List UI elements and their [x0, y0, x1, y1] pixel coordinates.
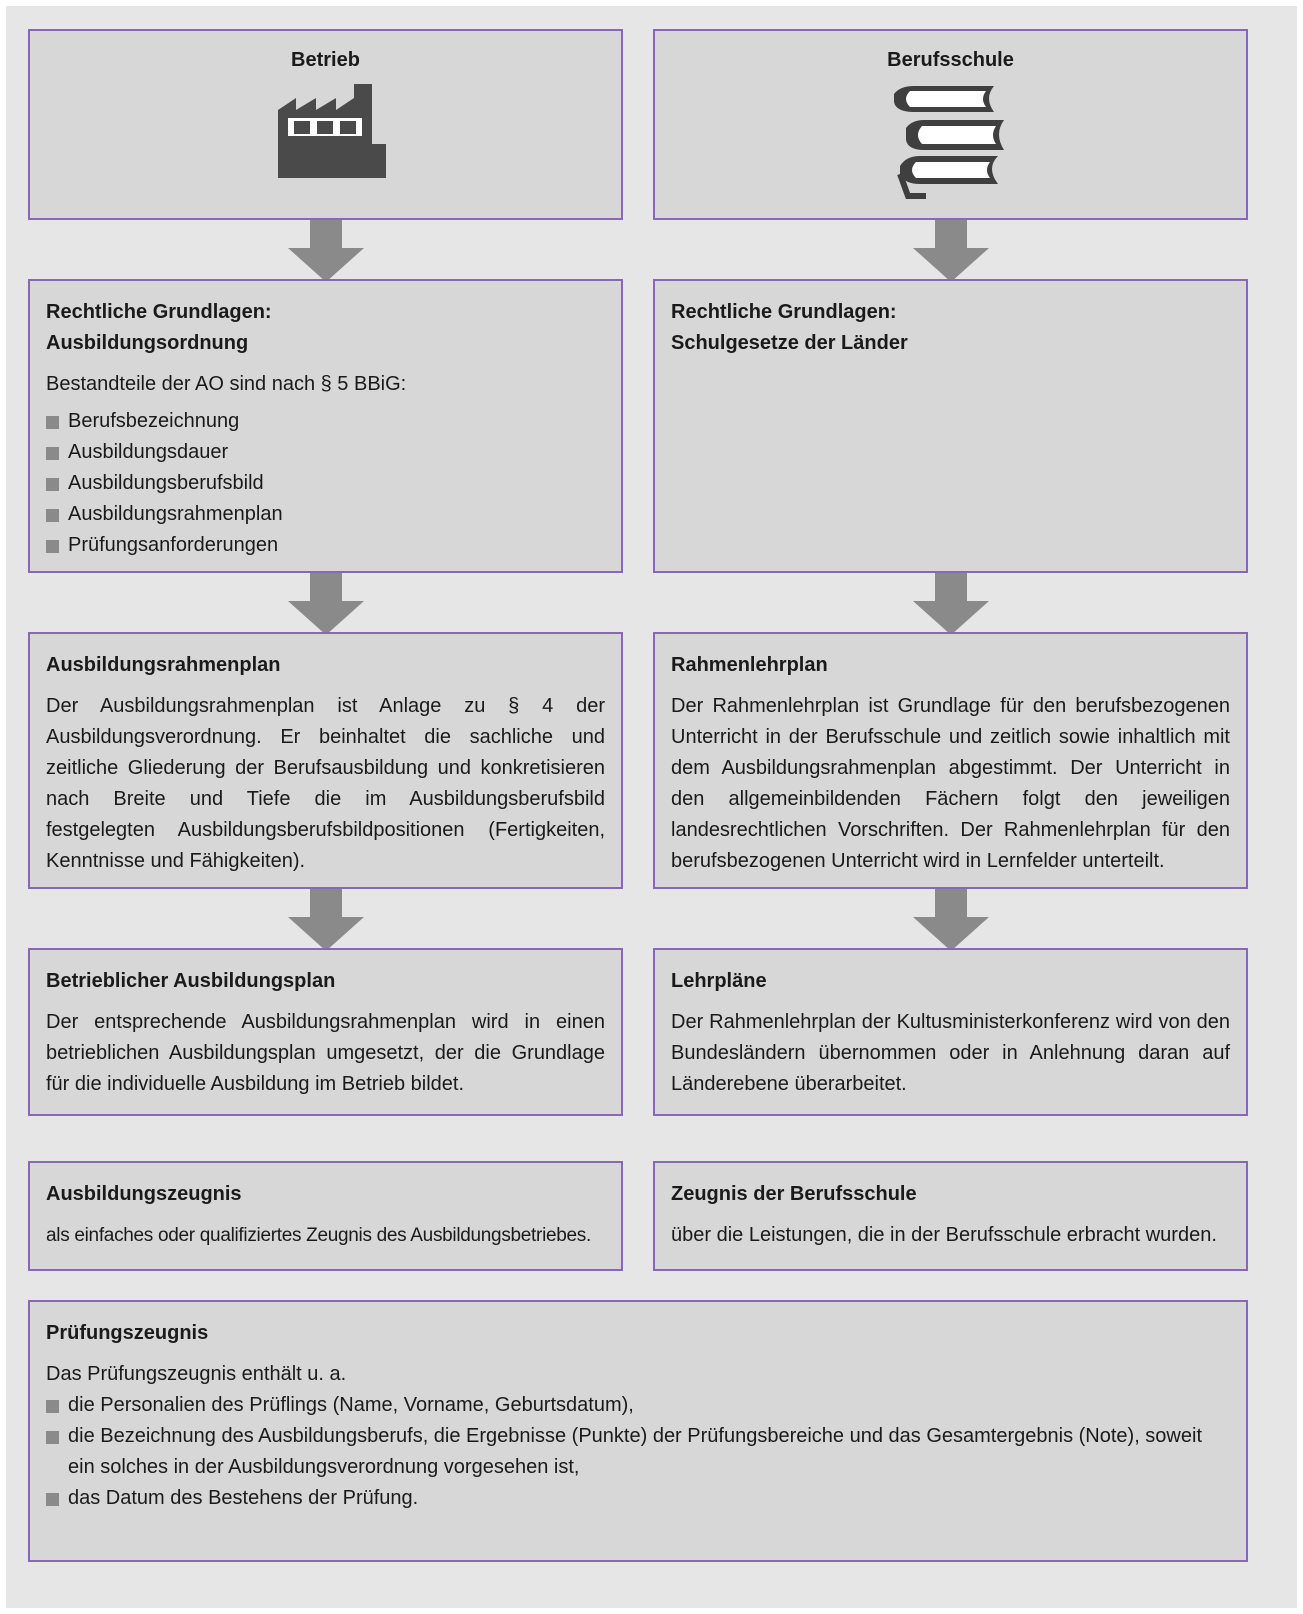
pruefungszeugnis-heading: Prüfungszeugnis [46, 1322, 209, 1344]
betrieb-title: Betrieb [291, 49, 360, 71]
arrow-down-icon [288, 889, 364, 951]
rahmenlehrplan-heading: Rahmenlehrplan [671, 654, 828, 676]
pruefungszeugnis-intro: Das Prüfungszeugnis enthält u. a. [46, 1363, 347, 1385]
bullet-square-icon [46, 509, 59, 522]
pruefungszeugnis-list: die Personalien des Prüflings (Name, Vor… [46, 1390, 1230, 1514]
factory-icon [277, 84, 386, 178]
schulgesetze-heading-2: Schulgesetze der Länder [671, 332, 908, 354]
bullet-square-icon [46, 447, 59, 460]
list-item: Prüfungsanforderungen [46, 530, 605, 561]
ausbildungsordnung-list: Berufsbezeichnung Ausbildungsdauer Ausbi… [46, 406, 605, 561]
ausbildungsordnung-heading-2: Ausbildungsordnung [46, 332, 249, 354]
berufsschule-box: Berufsschule [653, 29, 1248, 220]
ausbildungszeugnis-text: als einfaches oder qualifiziertes Zeugni… [46, 1225, 591, 1246]
ausbildungsrahmenplan-box: Ausbildungsrahmenplan Der Ausbildungsrah… [28, 632, 623, 889]
ausbildungsrahmenplan-text: Der Ausbildungsrahmenplan ist Anlage zu … [46, 695, 605, 872]
bullet-square-icon [46, 1493, 59, 1506]
rahmenlehrplan-text: Der Rahmenlehrplan ist Grundlage für den… [671, 695, 1230, 872]
zeugnis-berufsschule-text: über die Leistungen, die in der Berufssc… [671, 1224, 1217, 1246]
ausbildungszeugnis-box: Ausbildungszeugnis als einfaches oder qu… [28, 1161, 623, 1271]
ausbildungsordnung-heading-1: Rechtliche Grundlagen: [46, 301, 272, 323]
ausbildungszeugnis-heading: Ausbildungszeugnis [46, 1183, 242, 1205]
arrow-down-icon [913, 889, 989, 951]
books-icon [893, 86, 1004, 199]
diagram: Betrieb Berufsschule [6, 6, 1297, 1608]
schulgesetze-heading-1: Rechtliche Grundlagen: [671, 301, 897, 323]
ausbildungsordnung-box: Rechtliche Grundlagen: Ausbildungsordnun… [28, 279, 623, 573]
rahmenlehrplan-box: Rahmenlehrplan Der Rahmenlehrplan ist Gr… [653, 632, 1248, 889]
berufsschule-title: Berufsschule [887, 49, 1014, 71]
list-item: Berufsbezeichnung [46, 406, 605, 437]
arrow-down-icon [288, 220, 364, 282]
bullet-square-icon [46, 540, 59, 553]
list-item: das Datum des Bestehens der Prüfung. [46, 1483, 1230, 1514]
bullet-square-icon [46, 416, 59, 429]
arrow-down-icon [913, 573, 989, 635]
list-item: Ausbildungsdauer [46, 437, 605, 468]
list-item: die Bezeichnung des Ausbildungsberufs, d… [46, 1421, 1230, 1483]
schulgesetze-box: Rechtliche Grundlagen: Schulgesetze der … [653, 279, 1248, 573]
betrieblicher-ausbildungsplan-heading: Betrieblicher Ausbildungsplan [46, 970, 336, 992]
lehrplaene-text: Der Rahmenlehrplan der Kultusministerkon… [671, 1011, 1230, 1095]
arrow-down-icon [288, 573, 364, 635]
ausbildungsrahmenplan-heading: Ausbildungsrahmenplan [46, 654, 281, 676]
bullet-square-icon [46, 1400, 59, 1413]
betrieblicher-ausbildungsplan-box: Betrieblicher Ausbildungsplan Der entspr… [28, 948, 623, 1116]
betrieb-box: Betrieb [28, 29, 623, 220]
list-item: die Personalien des Prüflings (Name, Vor… [46, 1390, 1230, 1421]
betrieblicher-ausbildungsplan-text: Der entsprechende Ausbildungsrahmenplan … [46, 1011, 605, 1095]
list-item: Ausbildungsrahmenplan [46, 499, 605, 530]
pruefungszeugnis-box: Prüfungszeugnis Das Prüfungszeugnis enth… [28, 1300, 1248, 1562]
lehrplaene-heading: Lehrpläne [671, 970, 767, 992]
ausbildungsordnung-intro: Bestandteile der AO sind nach § 5 BBiG: [46, 373, 407, 395]
lehrplaene-box: Lehrpläne Der Rahmenlehrplan der Kultusm… [653, 948, 1248, 1116]
bullet-square-icon [46, 478, 59, 491]
arrow-down-icon [913, 220, 989, 282]
bullet-square-icon [46, 1431, 59, 1444]
list-item: Ausbildungsberufsbild [46, 468, 605, 499]
zeugnis-berufsschule-heading: Zeugnis der Berufsschule [671, 1183, 917, 1205]
zeugnis-berufsschule-box: Zeugnis der Berufsschule über die Leistu… [653, 1161, 1248, 1271]
